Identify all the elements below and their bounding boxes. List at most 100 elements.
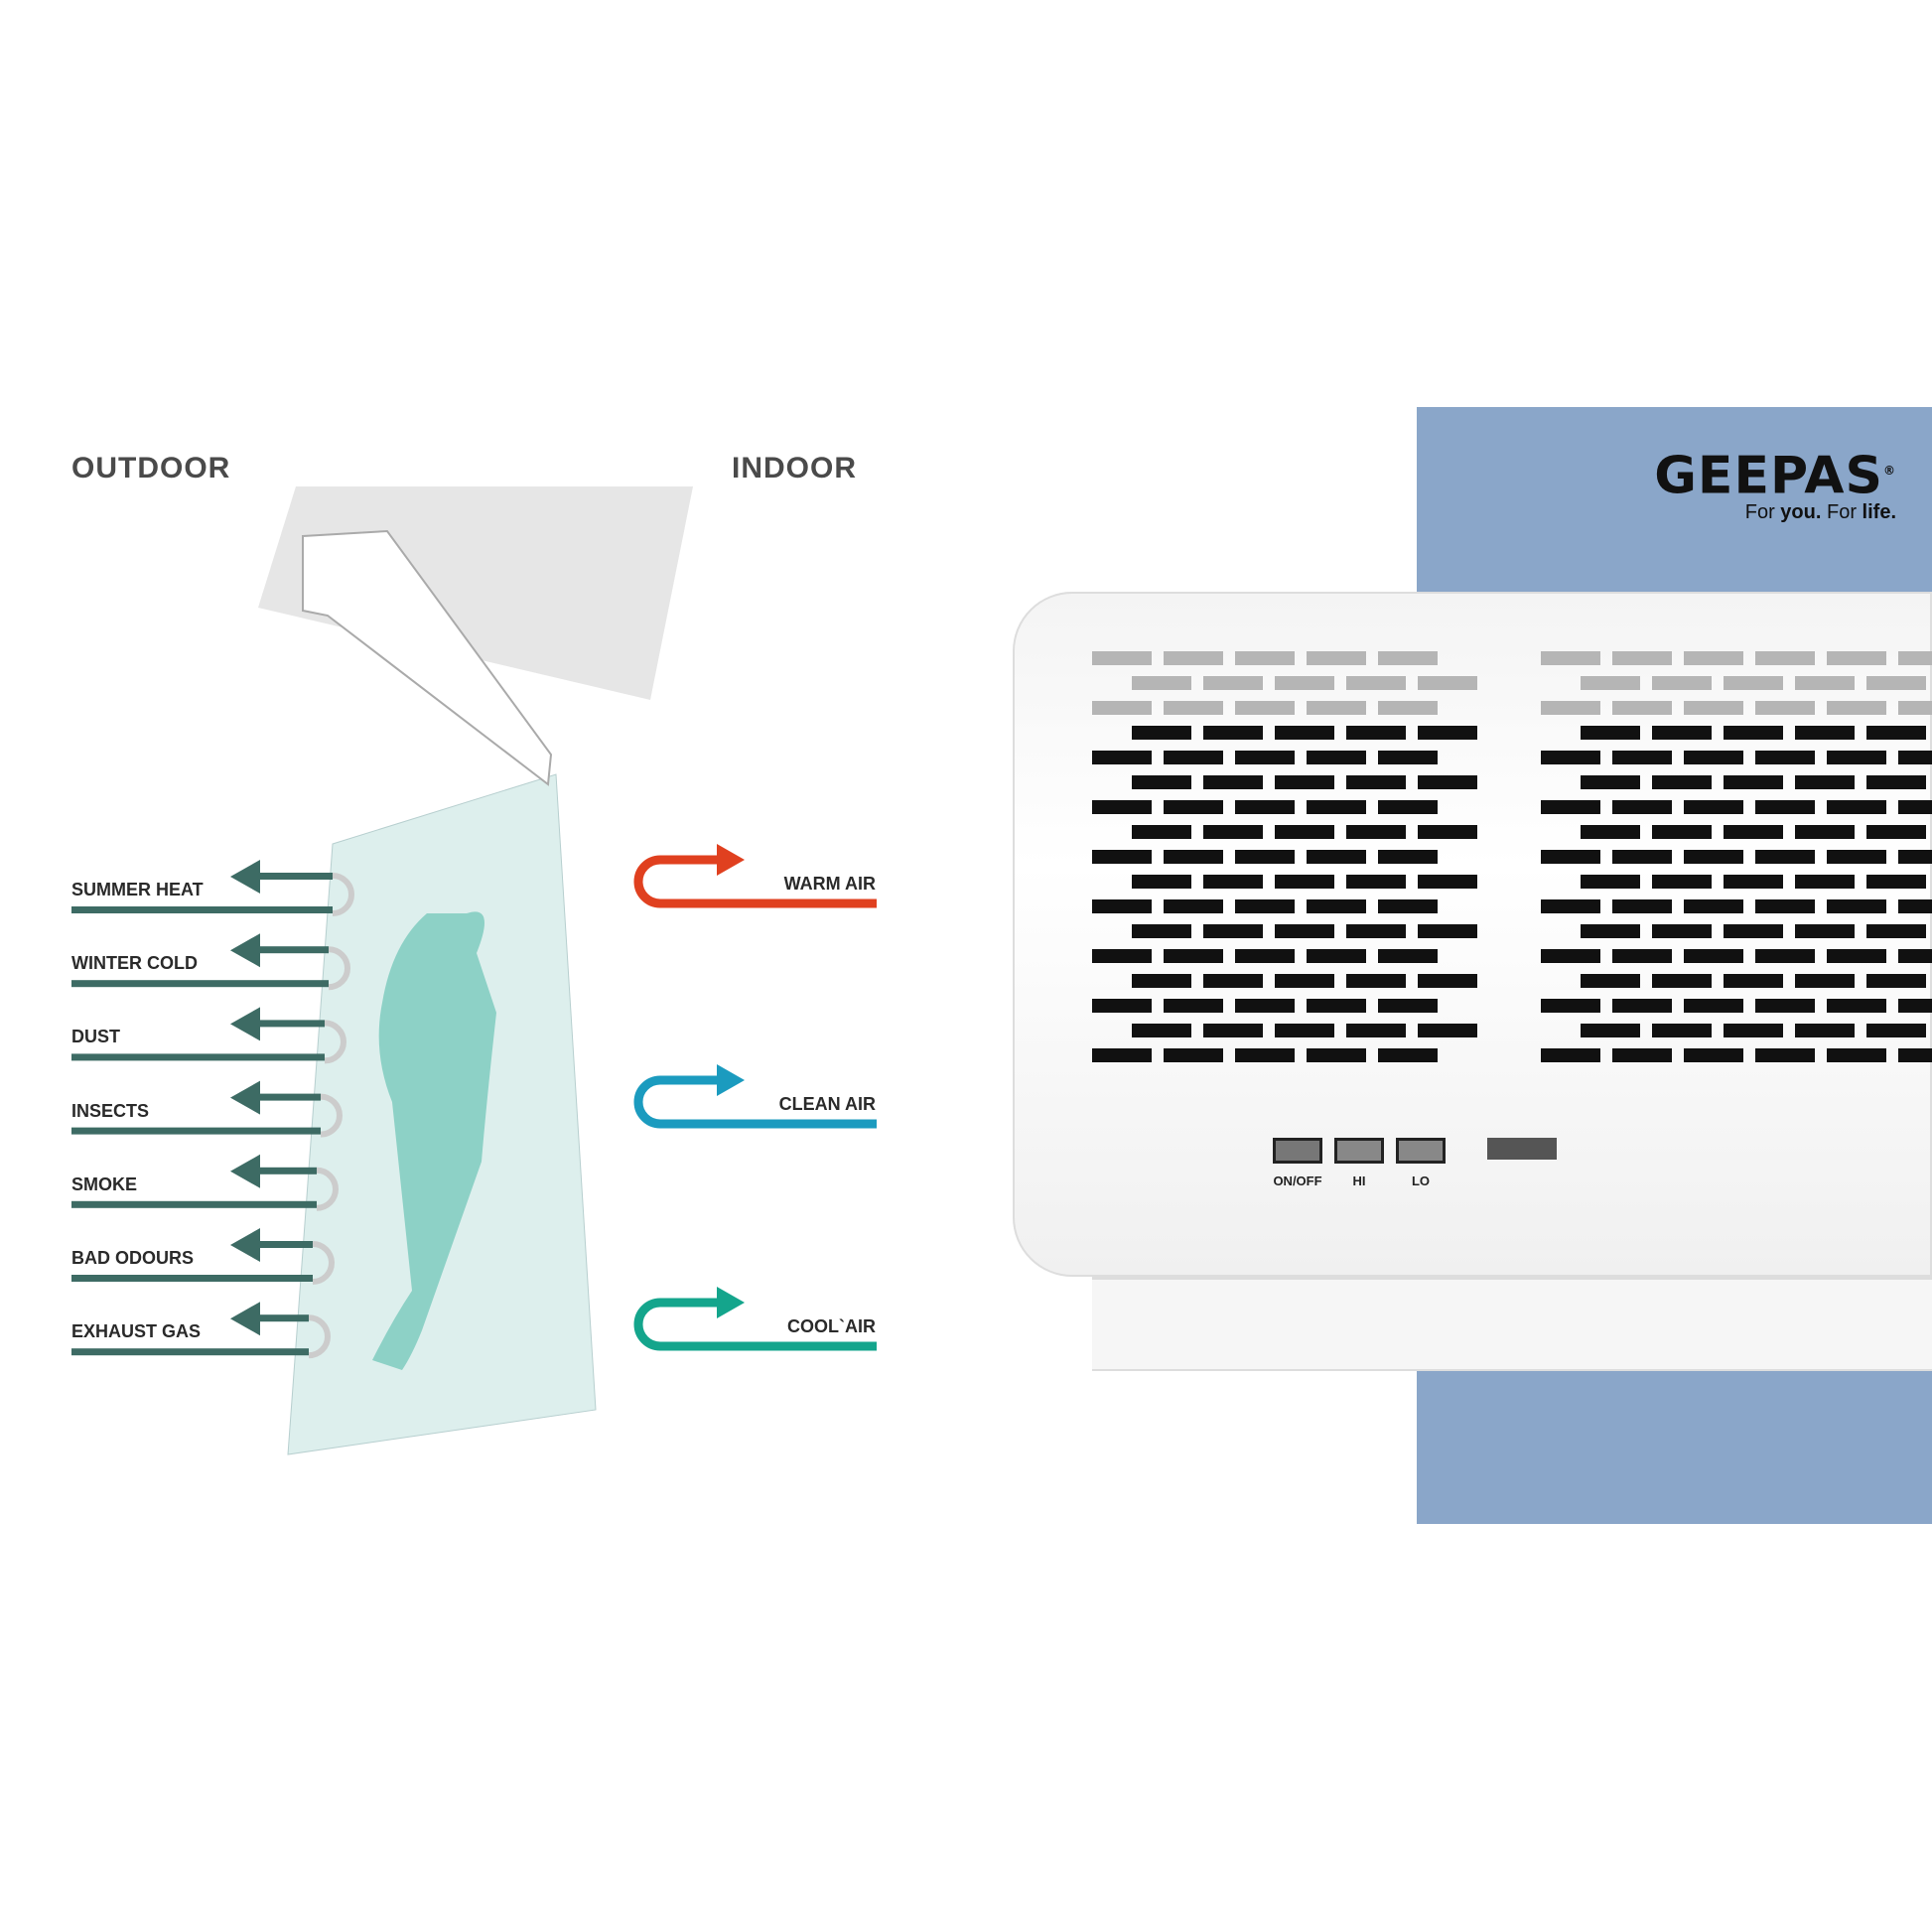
hi-button[interactable]: HI	[1334, 1138, 1384, 1188]
vent-slot	[1541, 899, 1600, 913]
indoor-air-label: CLEAN AIR	[778, 1094, 876, 1114]
vent-slot	[1307, 651, 1366, 665]
vent-slot	[1307, 800, 1366, 814]
vent-slot	[1612, 850, 1672, 864]
vent-slot	[1795, 676, 1855, 690]
vent-slot	[1684, 751, 1743, 764]
vent-slot	[1541, 999, 1600, 1013]
vent-slot	[1378, 999, 1438, 1013]
vent-slot	[1092, 651, 1152, 665]
vent-slot	[1235, 651, 1295, 665]
vent-slot	[1132, 775, 1191, 789]
vent-slot	[1378, 800, 1438, 814]
vent-slot	[1541, 1048, 1600, 1062]
vent-slot	[1795, 924, 1855, 938]
vent-slot	[1275, 775, 1334, 789]
vent-slot	[1275, 726, 1334, 740]
vent-slot	[1307, 899, 1366, 913]
vent-slot	[1581, 676, 1640, 690]
vent-slot	[1132, 924, 1191, 938]
vent-slot	[1541, 751, 1600, 764]
vent-slot	[1684, 999, 1743, 1013]
on-off-button[interactable]: ON/OFF	[1273, 1138, 1322, 1188]
vent-slot	[1275, 875, 1334, 889]
lo-button[interactable]: LO	[1396, 1138, 1446, 1188]
vent-slot	[1275, 825, 1334, 839]
vent-slot	[1275, 1024, 1334, 1037]
vent-slot	[1827, 949, 1886, 963]
vent-slot	[1755, 949, 1815, 963]
blocked-label: SMOKE	[71, 1173, 138, 1194]
vent-slot	[1164, 1048, 1223, 1062]
vent-slot	[1724, 974, 1783, 988]
vent-slot	[1755, 800, 1815, 814]
vent-slot	[1652, 676, 1712, 690]
vent-slot	[1164, 751, 1223, 764]
vent-slot	[1898, 899, 1932, 913]
vent-slot	[1827, 999, 1886, 1013]
vent-slot	[1092, 850, 1152, 864]
vent-slot	[1898, 949, 1932, 963]
vent-slot	[1235, 701, 1295, 715]
vent-slot	[1418, 775, 1477, 789]
vent-slot	[1866, 825, 1926, 839]
blocked-arrow	[71, 1228, 335, 1285]
vent-slot	[1307, 1048, 1366, 1062]
indicator-light	[1487, 1138, 1557, 1160]
vent-slot	[1235, 1048, 1295, 1062]
vent-slot	[1724, 924, 1783, 938]
vent-slot	[1581, 875, 1640, 889]
vent-slot	[1541, 949, 1600, 963]
vent-slot	[1684, 949, 1743, 963]
vent-slot	[1418, 1024, 1477, 1037]
vent-slot	[1898, 850, 1932, 864]
vent-slot	[1164, 899, 1223, 913]
vent-slot	[1581, 775, 1640, 789]
air-curtain-diagram	[71, 486, 877, 1455]
vent-slot	[1866, 875, 1926, 889]
vent-slot	[1827, 800, 1886, 814]
vent-slot	[1898, 651, 1932, 665]
vent-slot	[1724, 1024, 1783, 1037]
vent-slot	[1724, 875, 1783, 889]
vent-slot	[1755, 999, 1815, 1013]
vent-slot	[1755, 651, 1815, 665]
vent-slot	[1652, 974, 1712, 988]
indoor-heading: INDOOR	[732, 452, 857, 484]
vent-slot	[1235, 850, 1295, 864]
vent-slot	[1612, 999, 1672, 1013]
vent-slot	[1827, 899, 1886, 913]
vent-slot	[1612, 651, 1672, 665]
vent-slot	[1307, 751, 1366, 764]
vent-slot	[1092, 751, 1152, 764]
vent-slot	[1724, 726, 1783, 740]
vent-slot	[1827, 850, 1886, 864]
vent-slot	[1307, 999, 1366, 1013]
vent-slot	[1612, 899, 1672, 913]
vent-slot	[1827, 651, 1886, 665]
vent-slot	[1378, 1048, 1438, 1062]
vent-slot	[1866, 924, 1926, 938]
indoor-air-arrow	[633, 1064, 877, 1129]
vent-slot	[1307, 850, 1366, 864]
vent-slot	[1235, 751, 1295, 764]
vent-slot	[1418, 825, 1477, 839]
indoor-air-arrow	[633, 1287, 877, 1351]
vent-slot	[1378, 651, 1438, 665]
vent-slot	[1378, 949, 1438, 963]
vent-slot	[1866, 775, 1926, 789]
vent-slot	[1652, 825, 1712, 839]
vent-slot	[1203, 974, 1263, 988]
vent-slot	[1203, 775, 1263, 789]
vent-slot	[1866, 676, 1926, 690]
blocked-label: WINTER COLD	[71, 953, 198, 974]
vent-slot	[1418, 924, 1477, 938]
vent-slot	[1235, 899, 1295, 913]
vent-slot	[1418, 875, 1477, 889]
vent-slot	[1612, 1048, 1672, 1062]
vent-slot	[1132, 726, 1191, 740]
vent-slot	[1418, 974, 1477, 988]
vent-slot	[1652, 875, 1712, 889]
air-curtain-unit	[302, 529, 553, 786]
blocked-arrow	[71, 933, 350, 991]
